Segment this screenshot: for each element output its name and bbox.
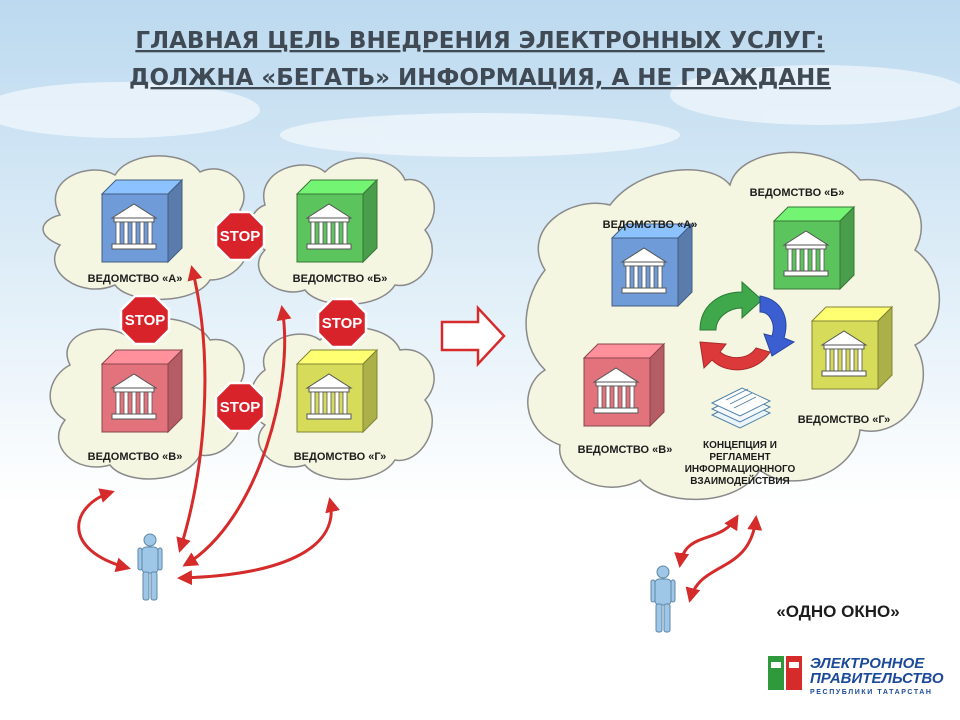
left-agency-b-label: ВЕДОМСТВО «Б»: [293, 273, 388, 285]
left-agency-c-label: ВЕДОМСТВО «В»: [88, 451, 183, 463]
logo-line-2: ПРАВИТЕЛЬСТВО: [810, 670, 944, 687]
right-agency-a-label: ВЕДОМСТВО «А»: [603, 219, 698, 231]
left-agency-d-cube: [295, 348, 379, 434]
stop-sign-ab: STOP: [214, 210, 266, 262]
svg-text:STOP: STOP: [322, 315, 363, 332]
left-citizen-arrows: [77, 265, 340, 586]
exchange-cycle-icon: [699, 280, 796, 371]
svg-text:STOP: STOP: [220, 399, 261, 416]
right-agency-c-label: ВЕДОМСТВО «В»: [578, 444, 673, 456]
svg-text:STOP: STOP: [125, 312, 166, 329]
sky-clouds-decor: [0, 65, 960, 157]
title-line-2: ДОЛЖНА «БЕГАТЬ» ИНФОРМАЦИЯ, А НЕ ГРАЖДАН…: [129, 65, 831, 91]
regulation-line-1: КОНЦЕПЦИЯ И: [703, 440, 777, 451]
right-agency-c-cube: [582, 342, 666, 428]
left-agency-d-label: ВЕДОМСТВО «Г»: [294, 451, 387, 463]
regulation-line-4: ВЗАИМОДЕЙСТВИЯ: [690, 474, 789, 487]
title-line-1: ГЛАВНАЯ ЦЕЛЬ ВНЕДРЕНИЯ ЭЛЕКТРОННЫХ УСЛУГ…: [135, 28, 824, 54]
left-agency-a-label: ВЕДОМСТВО «А»: [88, 273, 183, 285]
right-agency-b-cube: [772, 205, 856, 291]
right-agency-b-label: ВЕДОМСТВО «Б»: [750, 187, 845, 199]
arrow-to-agency-d: [177, 497, 340, 586]
regulation-line-3: ИНФОРМАЦИОННОГО: [685, 464, 796, 475]
right-agency-d-label: ВЕДОМСТВО «Г»: [798, 414, 891, 426]
left-agency-a-cube: [100, 178, 184, 264]
logo-line-1: ЭЛЕКТРОННОЕ: [810, 655, 925, 672]
left-agency-b-cube: [295, 178, 379, 264]
documents-icon: [710, 387, 772, 429]
right-agency-a-cube: [610, 222, 694, 308]
right-citizen-arrows: [674, 514, 763, 603]
regulation-line-2: РЕГЛАМЕНТ: [709, 452, 770, 463]
stop-sign-ac: STOP: [119, 294, 171, 346]
left-agency-c-cube: [100, 348, 184, 434]
stop-sign-cd: STOP: [214, 381, 266, 433]
logo-line-3: РЕСПУБЛИКИ ТАТАРСТАН: [810, 689, 933, 696]
e-government-logo: ЭЛЕКТРОННОЕ ПРАВИТЕЛЬСТВО РЕСПУБЛИКИ ТАТ…: [768, 655, 944, 696]
arrow-to-agency-c: [77, 488, 131, 573]
transition-arrow: [440, 304, 506, 368]
svg-text:STOP: STOP: [220, 228, 261, 245]
right-agency-d-cube: [810, 305, 894, 391]
one-window-label: «ОДНО ОКНО»: [776, 602, 899, 621]
stop-sign-bd: STOP: [316, 297, 368, 349]
